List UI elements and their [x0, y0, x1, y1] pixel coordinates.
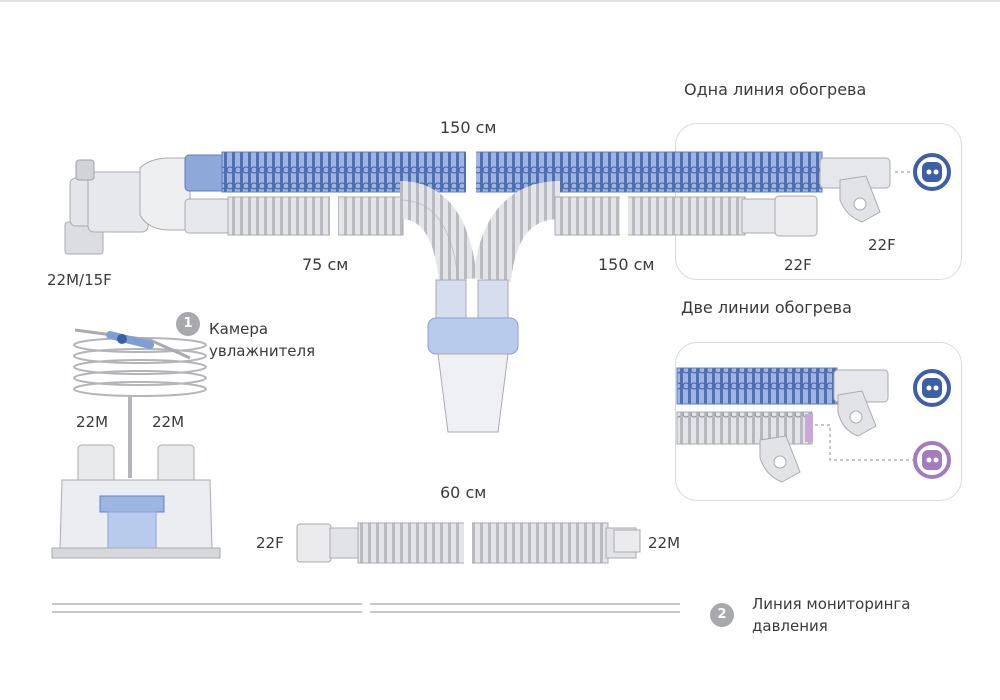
one-heating-line-label: Одна линия обогрева	[684, 80, 867, 99]
chamber-label-line1: Камера	[209, 320, 269, 338]
box1-connector	[819, 157, 915, 223]
tube-60cm	[296, 519, 641, 567]
water-trap	[427, 279, 519, 433]
badge-2: 2	[710, 603, 734, 627]
chamber-label-line2: увлажнителя	[209, 342, 316, 360]
bottom-left-connector-label: 22F	[256, 534, 284, 552]
chamber-port-left-label: 22М	[76, 413, 109, 431]
adapter-size-label: 22М/15F	[47, 271, 112, 289]
top-length-label: 150 см	[440, 118, 497, 137]
y-adapter	[64, 157, 191, 255]
top-divider	[0, 0, 1000, 2]
badge-1: 1	[176, 312, 200, 336]
left-length-label: 75 см	[302, 255, 349, 274]
expiratory-tube-right	[473, 181, 818, 283]
chamber-port-right-label: 22М	[152, 413, 185, 431]
box2-heated-tube	[676, 367, 889, 437]
heater-plug-blue-icon	[913, 153, 951, 191]
box-connector-size-label: 22F	[784, 256, 812, 274]
heater-plug-blue-icon-2	[913, 369, 951, 407]
right-connector-size-label: 22F	[868, 236, 896, 254]
right-length-label: 150 см	[598, 255, 655, 274]
humidifier-chamber	[51, 328, 221, 559]
inspiratory-tube-heated	[184, 148, 823, 196]
box2-grey-tube	[676, 411, 915, 483]
heater-plug-purple-icon	[913, 441, 951, 479]
monitoring-label-line1: Линия мониторинга	[752, 595, 911, 613]
bottom-right-connector-label: 22М	[648, 534, 681, 552]
two-heating-lines-label: Две линии обогрева	[681, 298, 852, 317]
bottom-length-label: 60 см	[440, 483, 487, 502]
expiratory-tube-left	[184, 181, 477, 283]
pressure-monitoring-line	[52, 598, 680, 618]
monitoring-label-line2: давления	[752, 617, 828, 635]
